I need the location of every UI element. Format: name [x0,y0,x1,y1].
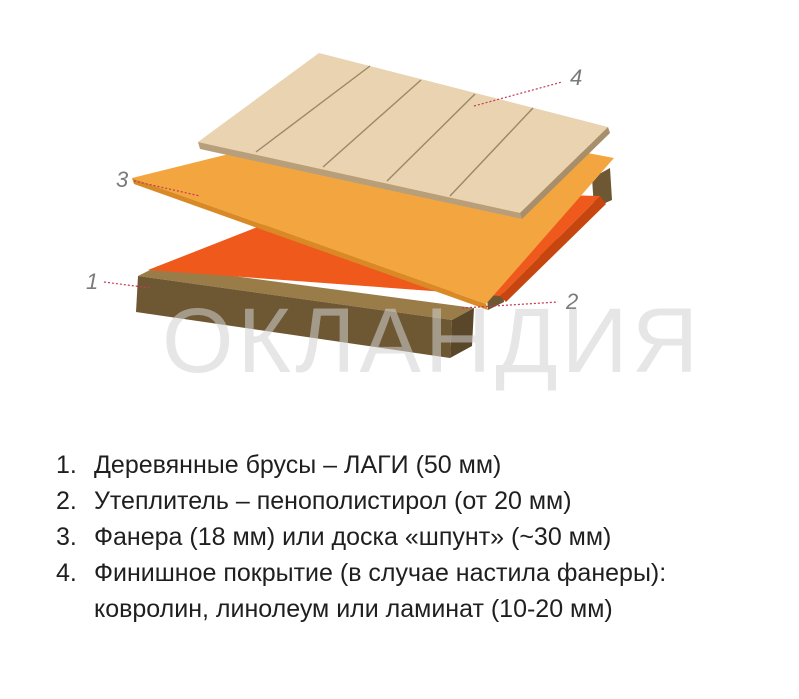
finish-boards-layer [198,53,610,219]
legend-item-number: 2. [56,487,77,515]
layers-legend: 1. Деревянные брусы – ЛАГИ (50 мм) 2. Ут… [56,447,776,627]
plywood-edge [132,178,488,310]
finish-board-edge [198,142,522,219]
callout-lines [103,81,563,309]
callout-number-1: 1 [86,269,98,294]
board-seam-3 [386,93,476,182]
callout-line-2 [461,301,559,309]
legend-item-number: 4. [56,559,77,587]
watermark: ОКЛАНДИЯ [162,290,702,392]
board-seam-2 [322,79,422,168]
insulation-shadow [500,196,606,302]
legend-item-text: Утеплитель – пенополистирол (от 20 мм) [94,487,572,515]
finish-board-surface [198,53,608,213]
joist-front-top [138,266,474,320]
joist-front-end [450,308,474,358]
finish-board-edge-right [520,127,610,219]
board-seam-1 [255,65,371,153]
legend-item-text: Финишное покрытие (в случае настила фане… [94,559,667,623]
callout-number-4: 4 [570,65,582,90]
legend-item-number: 1. [56,451,77,479]
callout-number-3: 3 [116,167,129,192]
callout-number-2: 2 [565,289,578,314]
joist-front-face [136,276,452,358]
legend-item-text: Фанера (18 мм) или доска «шпунт» (~30 мм… [94,523,612,551]
legend-item-number: 3. [56,523,77,551]
legend-item: 4. Финишное покрытие (в случае настила ф… [56,555,776,627]
floor-layers-diagram: 1 2 3 4 ОКЛАНДИЯ [86,53,702,392]
legend-item: 1. Деревянные брусы – ЛАГИ (50 мм) [56,447,776,483]
board-seam-4 [449,107,534,197]
callout-line-3 [133,180,201,197]
legend-item: 3. Фанера (18 мм) или доска «шпунт» (~30… [56,519,776,555]
callout-line-4 [473,81,563,107]
legend-item: 2. Утеплитель – пенополистирол (от 20 мм… [56,483,776,519]
legend-item-text: Деревянные брусы – ЛАГИ (50 мм) [94,451,502,479]
